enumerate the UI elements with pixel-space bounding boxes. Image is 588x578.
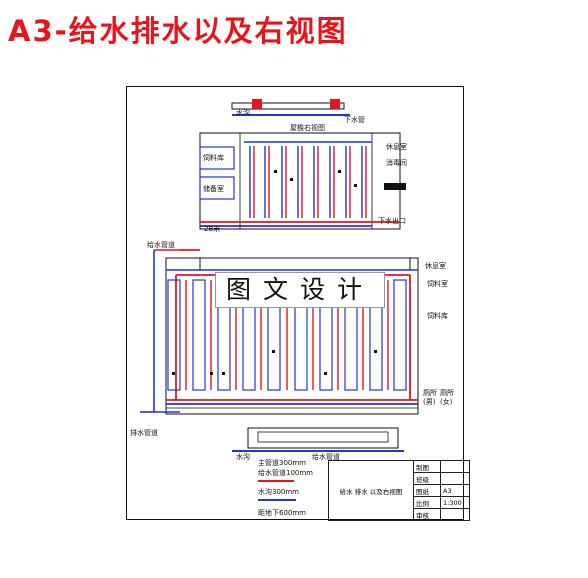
upper-ditch-label: 水沟: [236, 109, 250, 117]
title-block-value: [440, 460, 470, 473]
title-block: 给水 排水 以及右视图 制图 班级 图纸 A3 比例 1:300 审核: [328, 460, 470, 521]
legend-main-pipe: 主管道300mm: [258, 459, 306, 467]
upper-downpipe-label: 下水管: [344, 116, 365, 124]
title-block-label: 班级: [413, 472, 441, 485]
upper-building: [199, 132, 406, 230]
supply-pipe-label: 给水管道: [147, 241, 175, 249]
room-label: 饲料库: [203, 154, 224, 162]
bottom-supply-label: 给水管道: [312, 453, 340, 461]
watermark: 图文设计: [215, 272, 385, 308]
room-label: 下水出口: [378, 217, 406, 225]
drain-pipe-label: 排水管道: [130, 429, 158, 437]
legend-supply-pipe: 给水管道100mm: [258, 469, 313, 477]
room-label: 饲料室: [427, 280, 448, 288]
title-block-label: 图纸: [413, 484, 441, 497]
page-title: A3-给水排水以及右视图: [8, 14, 348, 48]
corner-label: 厕所: [423, 389, 437, 397]
upper-roof-view: [231, 99, 350, 116]
legend-underground: 距地下600mm: [258, 509, 306, 517]
title-block-value: [440, 508, 470, 521]
drawing-name: 给水 排水 以及右视图: [328, 460, 414, 521]
bottom-elevation: [232, 427, 404, 452]
legend-ditch: 水沟300mm: [258, 488, 299, 496]
room-label: 储备室: [203, 185, 224, 193]
title-block-label: 比例: [413, 496, 441, 509]
legend-lines: [258, 480, 296, 501]
room-label: 休息室: [386, 143, 407, 151]
upper-stalls: [244, 141, 372, 218]
bottom-ditch-label: 水沟: [236, 453, 250, 461]
upper-bottom-label: 2B米: [204, 225, 221, 233]
title-block-value: [440, 472, 470, 485]
title-block-value: 1:300: [440, 496, 470, 509]
title-block-value: A3: [440, 484, 470, 497]
title-block-label: 审核: [413, 508, 441, 521]
corner-label: (女): [440, 398, 453, 406]
room-label: 消毒间: [386, 159, 407, 167]
title-block-label: 制图: [413, 460, 441, 473]
corner-label: 厕所: [440, 389, 454, 397]
upper-view-caption: 屋檐右视图: [290, 124, 325, 132]
room-label: 休息室: [425, 262, 446, 270]
corner-label: (男): [423, 398, 436, 406]
room-label: 饲料库: [427, 312, 448, 320]
drawing-sheet: [126, 86, 464, 520]
